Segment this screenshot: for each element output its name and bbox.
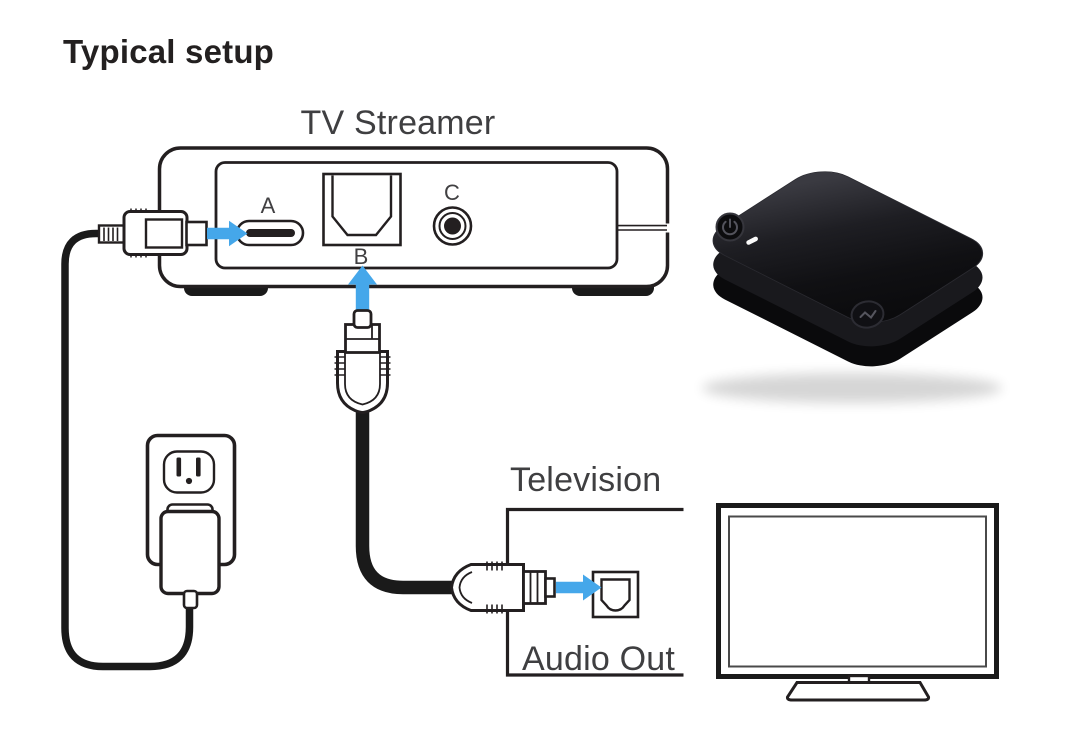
device-shadow — [702, 373, 1002, 403]
streamer-label: TV Streamer — [301, 104, 496, 142]
usb-strain-relief — [97, 224, 127, 244]
power-icon-arc — [722, 220, 738, 236]
optical-cable — [355, 406, 460, 595]
optical-plug-h-body — [449, 563, 525, 612]
power-outlet — [145, 433, 237, 610]
optical-plug-horizontal — [449, 561, 556, 614]
usb-plug-ribs — [130, 208, 147, 258]
optical-port-b — [322, 172, 402, 247]
optical-plug-h-shoulder — [522, 570, 547, 605]
tv-stand-base — [785, 681, 931, 702]
usb-port-a — [235, 219, 305, 247]
usb-plug — [97, 208, 208, 258]
power-cable — [61, 229, 194, 671]
optical-plug-h-tip — [544, 577, 556, 598]
pairing-icon — [859, 310, 877, 319]
streamer-device-photo — [702, 171, 1002, 403]
tv-screen — [728, 515, 987, 668]
streamer-port-panel — [214, 161, 619, 270]
port-c-label: C — [444, 180, 460, 205]
port-a-label: A — [261, 193, 276, 218]
optical-plug-v-tip — [352, 309, 373, 329]
usb-plug-tip — [185, 220, 208, 247]
optical-plug-v-inner-line — [344, 353, 381, 406]
aux-port-c — [432, 206, 473, 246]
port-b-label: B — [354, 244, 369, 269]
television-label: Television — [510, 461, 661, 499]
port-a-slot — [246, 229, 295, 237]
outlet-slot-left — [176, 457, 182, 477]
optical-plug-vertical — [334, 309, 391, 415]
usb-plug-inner-square — [144, 218, 184, 249]
port-b-inner-shape — [331, 175, 393, 237]
outlet-ground-hole — [185, 477, 193, 485]
optical-plug-h-shoulder-detail — [529, 571, 539, 604]
power-adapter — [159, 503, 221, 610]
arrow-into-port-a — [207, 220, 248, 247]
optical-plug-h-grip-ribs — [486, 561, 503, 614]
optical-audio-out-port — [591, 570, 640, 619]
usb-strain-ribs — [103, 227, 119, 241]
streamer-seam-gap — [661, 223, 671, 233]
tv-streamer-back-panel: A B C — [157, 146, 671, 296]
port-c-center — [444, 217, 461, 235]
adapter-cable-nub — [182, 589, 199, 610]
audio-out-port-inner-shape — [600, 578, 631, 612]
streamer-seam-line — [617, 224, 667, 231]
outlet-slot-right — [196, 457, 201, 477]
tv-illustration — [716, 503, 999, 702]
device-top-face — [712, 171, 984, 323]
device-pairing-button — [850, 300, 885, 329]
television-callout: Television Audio Out — [505, 461, 684, 678]
device-power-button — [715, 212, 745, 242]
optical-plug-h-inner-line — [458, 571, 473, 604]
arrow-into-port-b — [348, 265, 377, 313]
arrow-into-audio-out — [556, 574, 602, 601]
outlet-face — [162, 450, 216, 494]
status-led — [746, 236, 758, 245]
port-b-outline — [322, 172, 402, 247]
page-title: Typical setup — [63, 33, 274, 70]
optical-plug-v-shoulder-detail — [345, 324, 380, 340]
adapter-body — [159, 509, 221, 596]
optical-plug-v-grip-ribs — [334, 356, 391, 376]
audio-out-label: Audio Out — [522, 640, 675, 678]
